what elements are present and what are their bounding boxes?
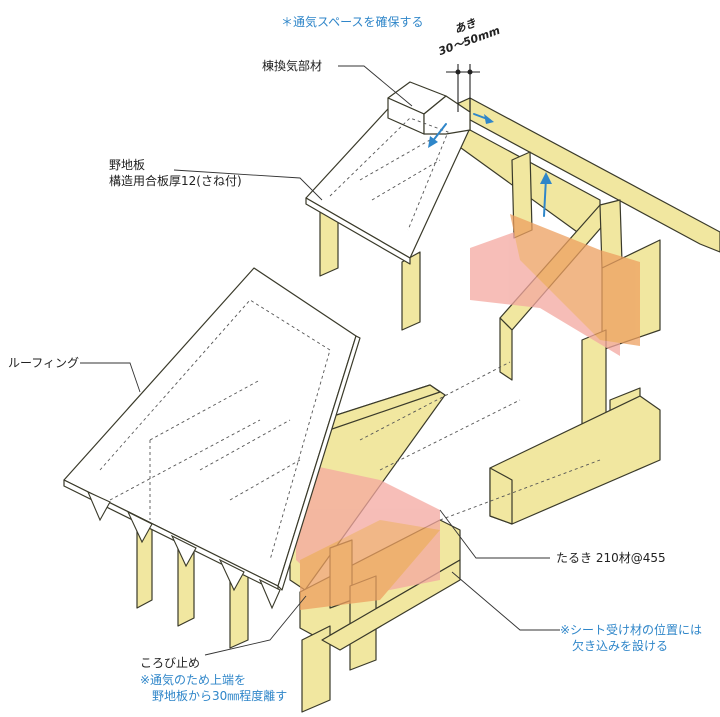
guide-line-1: [359, 361, 511, 441]
beam-bottom-right-end: [489, 467, 513, 525]
leader-ridge-vent: [338, 65, 413, 107]
ridge-vent-label: 棟換気部材: [262, 59, 323, 73]
orange-patch-upper: [510, 214, 640, 346]
sheathing-label-line1: 野地板: [109, 158, 146, 172]
leader-sheet-note: [451, 571, 560, 631]
gap-dot-right: [467, 69, 473, 75]
post-upper-mid: [401, 251, 421, 331]
airflow-arrow-left: [431, 123, 447, 143]
stopper-note-line1: ※通気のため上端を: [140, 673, 247, 687]
rafter-tail-1: [86, 490, 111, 522]
airflow-arrowhead-right: [484, 114, 494, 124]
rafter-tail-2: [126, 510, 153, 544]
airflow-arrowhead-up: [540, 172, 552, 184]
roofing-hidden-2: [149, 379, 261, 441]
stopper-label: ころび止め: [140, 656, 201, 670]
roofing-label: ルーフィング: [8, 356, 80, 370]
roofing-hidden-3: [199, 419, 291, 471]
leader-stopper: [204, 595, 307, 656]
post-lower-front: [301, 625, 331, 713]
orange-patch-lower: [300, 520, 440, 610]
hidden-line-a: [359, 139, 431, 181]
sheathing-upper-edge: [305, 197, 411, 265]
leader-rafter: [439, 509, 550, 559]
leader-roofing: [80, 362, 141, 393]
roofing-hidden-5: [109, 419, 261, 501]
guide-line-3: [439, 459, 601, 521]
rafter-tail-3: [170, 534, 197, 568]
guide-line-2: [379, 399, 521, 471]
roofing-hidden-4: [229, 459, 301, 501]
ventilation-space-label: ＊通気スペースを確保する: [281, 15, 424, 29]
rafter-diagonal-upper-end: [499, 317, 513, 381]
rafter-tail-5: [258, 578, 281, 610]
gap-dot-left: [455, 69, 461, 75]
beam-bottom-right: [489, 395, 661, 525]
sheet-note-line2: 欠き込みを設ける: [572, 639, 669, 653]
rafter-label: たるき 210材@455: [556, 551, 666, 565]
airflow-arrowhead-left: [428, 136, 438, 148]
hidden-line-b: [371, 159, 441, 201]
sheathing-upper-hidden: [329, 117, 449, 231]
roofing-lower-ridge-edge: [277, 335, 361, 591]
stopper-note-line2: 野地板から30㎜程度離す: [152, 689, 288, 703]
sheet-note-line1: ※シート受け材の位置には: [560, 623, 703, 637]
rafter-tail-4: [218, 558, 245, 592]
airflow-arrow-up: [543, 177, 547, 217]
sheathing-label-line2: 構造用合板厚12(さね付): [109, 174, 242, 188]
leader-sheathing: [173, 169, 323, 201]
